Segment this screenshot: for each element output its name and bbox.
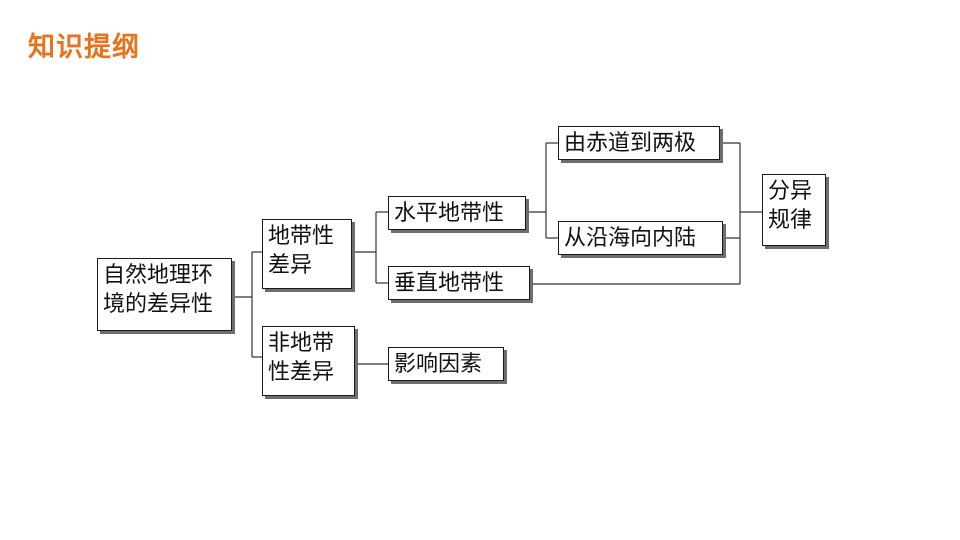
equator-to-poles-box: 由赤道到两极 [558, 126, 720, 160]
coast-to-inland-box: 从沿海向内陆 [558, 221, 723, 255]
nonzonal-box: 非地带 性差异 [262, 326, 355, 396]
regularity-line-1: 分异 [768, 179, 813, 204]
coast-to-inland-label: 从沿海向内陆 [564, 226, 697, 251]
zonal-box: 地带性 差异 [262, 219, 352, 289]
root-box: 自然地理环 境的差异性 [97, 258, 232, 331]
horizontal-zonality-label: 水平地带性 [394, 201, 505, 226]
vertical-zonality-box: 垂直地带性 [388, 266, 530, 300]
nonzonal-line-2: 性差异 [268, 360, 335, 385]
zonal-line-1: 地带性 [268, 224, 335, 249]
horizontal-zonality-box: 水平地带性 [388, 196, 526, 230]
root-line-2: 境的差异性 [103, 292, 214, 317]
factors-label: 影响因素 [394, 352, 483, 377]
factors-box: 影响因素 [388, 347, 504, 381]
regularity-line-2: 规律 [768, 208, 813, 233]
equator-to-poles-label: 由赤道到两极 [564, 131, 697, 156]
root-line-1: 自然地理环 [103, 263, 214, 288]
slide-heading: 知识提纲 [28, 32, 140, 63]
nonzonal-line-1: 非地带 [268, 331, 335, 356]
regularity-box: 分异 规律 [762, 174, 826, 246]
zonal-line-2: 差异 [268, 253, 313, 278]
vertical-zonality-label: 垂直地带性 [394, 271, 505, 296]
